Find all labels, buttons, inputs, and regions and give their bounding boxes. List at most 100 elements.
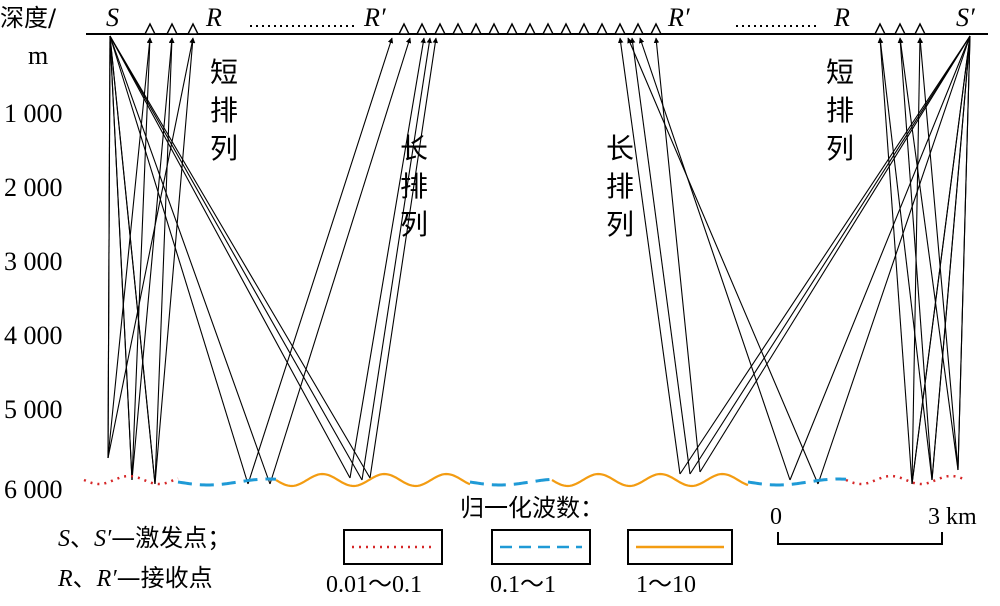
scale-bar-start-label: 0 <box>770 504 782 530</box>
ray-long-left-down <box>109 35 249 485</box>
receiver-triangle <box>577 22 591 35</box>
ray-short-right-up <box>911 37 923 485</box>
legend-box <box>491 529 591 565</box>
depth-tick: 2 000 <box>4 173 63 202</box>
receiver-triangle <box>631 22 645 35</box>
ray-long-left-up <box>269 37 412 485</box>
receiver-triangle <box>523 22 537 35</box>
ray-long-right-down <box>689 35 971 475</box>
depth-tick: 4 000 <box>4 321 63 350</box>
ray-long-right-up <box>617 37 681 475</box>
ray-long-right-down <box>789 35 971 481</box>
legend-label: 0.01～0.1 <box>326 572 422 598</box>
depth-ticks: 1 000 2 000 3 000 4 000 5 000 6 000 <box>4 99 63 504</box>
long-spread-label-left: 长 <box>400 132 428 165</box>
ray-long-left-down <box>109 35 371 479</box>
receiver-triangle <box>451 22 465 35</box>
interface-mid-left <box>177 477 277 487</box>
ray-short-left-up <box>154 37 175 485</box>
ray-long-left-up <box>349 37 426 479</box>
legend-box <box>627 529 733 565</box>
ray-short-left-up <box>107 37 195 459</box>
ray-long-right-up <box>629 37 691 475</box>
scale-bar: 0 3 km <box>770 504 977 545</box>
ray-short-left-up <box>131 37 175 481</box>
ray-long-right-up <box>638 37 791 481</box>
receiver-triangle <box>186 22 200 35</box>
receiver-triangle <box>595 22 609 35</box>
ray-long-right-up <box>627 37 819 485</box>
long-spread-label-left: 排 <box>400 170 428 203</box>
interface-low-right <box>845 474 967 486</box>
legend-item-high: 1～10 <box>627 529 733 598</box>
receiver-triangle <box>559 22 573 35</box>
receiver-triangle <box>487 22 501 35</box>
legend-title: 归一化波数： <box>460 494 604 522</box>
receiver-triangle <box>893 22 907 35</box>
ray-paths <box>107 35 971 485</box>
ray-long-right-down <box>699 35 971 473</box>
label-receiver-Rprime-right: R′ <box>667 3 690 32</box>
short-spread-label-left: 列 <box>210 132 238 165</box>
short-spread-label-right: 列 <box>826 132 854 165</box>
receiver-triangle <box>613 22 627 35</box>
ray-short-right-up <box>897 37 959 471</box>
label-receiver-R-right: R <box>833 3 850 32</box>
ray-short-right-down <box>911 35 971 485</box>
depth-tick: 6 000 <box>4 475 63 504</box>
depth-tick: 1 000 <box>4 99 63 128</box>
ray-short-right-up <box>877 37 913 485</box>
long-spread-label-right: 列 <box>606 208 634 241</box>
interface-mid-right <box>747 477 847 487</box>
ray-short-left-up <box>131 37 153 481</box>
label-source-Sprime: S′ <box>956 3 975 32</box>
ray-short-left-down <box>109 35 133 481</box>
legend-label: 0.1～1 <box>490 572 556 598</box>
receiver-triangle <box>469 22 483 35</box>
receiver-triangle <box>433 22 447 35</box>
ray-short-left-up <box>154 37 196 485</box>
ray-long-left-down <box>109 35 363 481</box>
label-receiver-R-left: R <box>205 3 222 32</box>
receiver-triangle <box>165 22 179 35</box>
reflector-interface <box>83 472 967 488</box>
ray-long-left-up <box>247 37 394 485</box>
receiver-markers <box>143 22 927 35</box>
ray-short-right-up <box>877 37 933 481</box>
long-spread-label-left: 列 <box>400 208 428 241</box>
receiver-triangle <box>505 22 519 35</box>
receiver-triangle <box>913 22 927 35</box>
ray-long-right-down <box>679 35 971 475</box>
depth-tick: 3 000 <box>4 247 63 276</box>
receiver-triangle <box>649 22 663 35</box>
short-spread-label-right: 短 <box>826 56 854 89</box>
interface-mid-center <box>469 477 553 487</box>
ray-long-left-up <box>369 37 438 479</box>
interface-high-left <box>275 472 471 488</box>
receiver-definition: R、R′—接收点 <box>57 564 213 592</box>
ray-short-left-up <box>107 37 153 459</box>
legend-label: 1～10 <box>636 572 696 598</box>
ray-short-right-down <box>957 35 971 471</box>
receiver-triangle <box>397 22 411 35</box>
interface-low-left <box>83 474 179 486</box>
label-receiver-Rprime-left: R′ <box>363 3 386 32</box>
source-definition: S、S′—激发点； <box>58 524 231 552</box>
receiver-triangle <box>873 22 887 35</box>
receiver-triangle <box>143 22 157 35</box>
depth-tick: 5 000 <box>4 395 63 424</box>
ray-short-left-down <box>107 35 111 459</box>
depth-axis-label: 深度/ <box>0 4 57 32</box>
receiver-triangle <box>415 22 429 35</box>
legend-box <box>343 529 443 565</box>
ray-long-right-up <box>653 37 701 473</box>
legend-item-low: 0.01～0.1 <box>326 529 443 598</box>
ray-long-left-down <box>109 35 351 479</box>
long-spread-label-right: 长 <box>606 132 634 165</box>
ray-short-right-down <box>931 35 971 481</box>
ray-long-left-up <box>361 37 432 481</box>
ray-long-right-down <box>817 35 971 485</box>
ray-long-left-down <box>109 35 271 485</box>
label-source-S: S <box>106 3 119 32</box>
